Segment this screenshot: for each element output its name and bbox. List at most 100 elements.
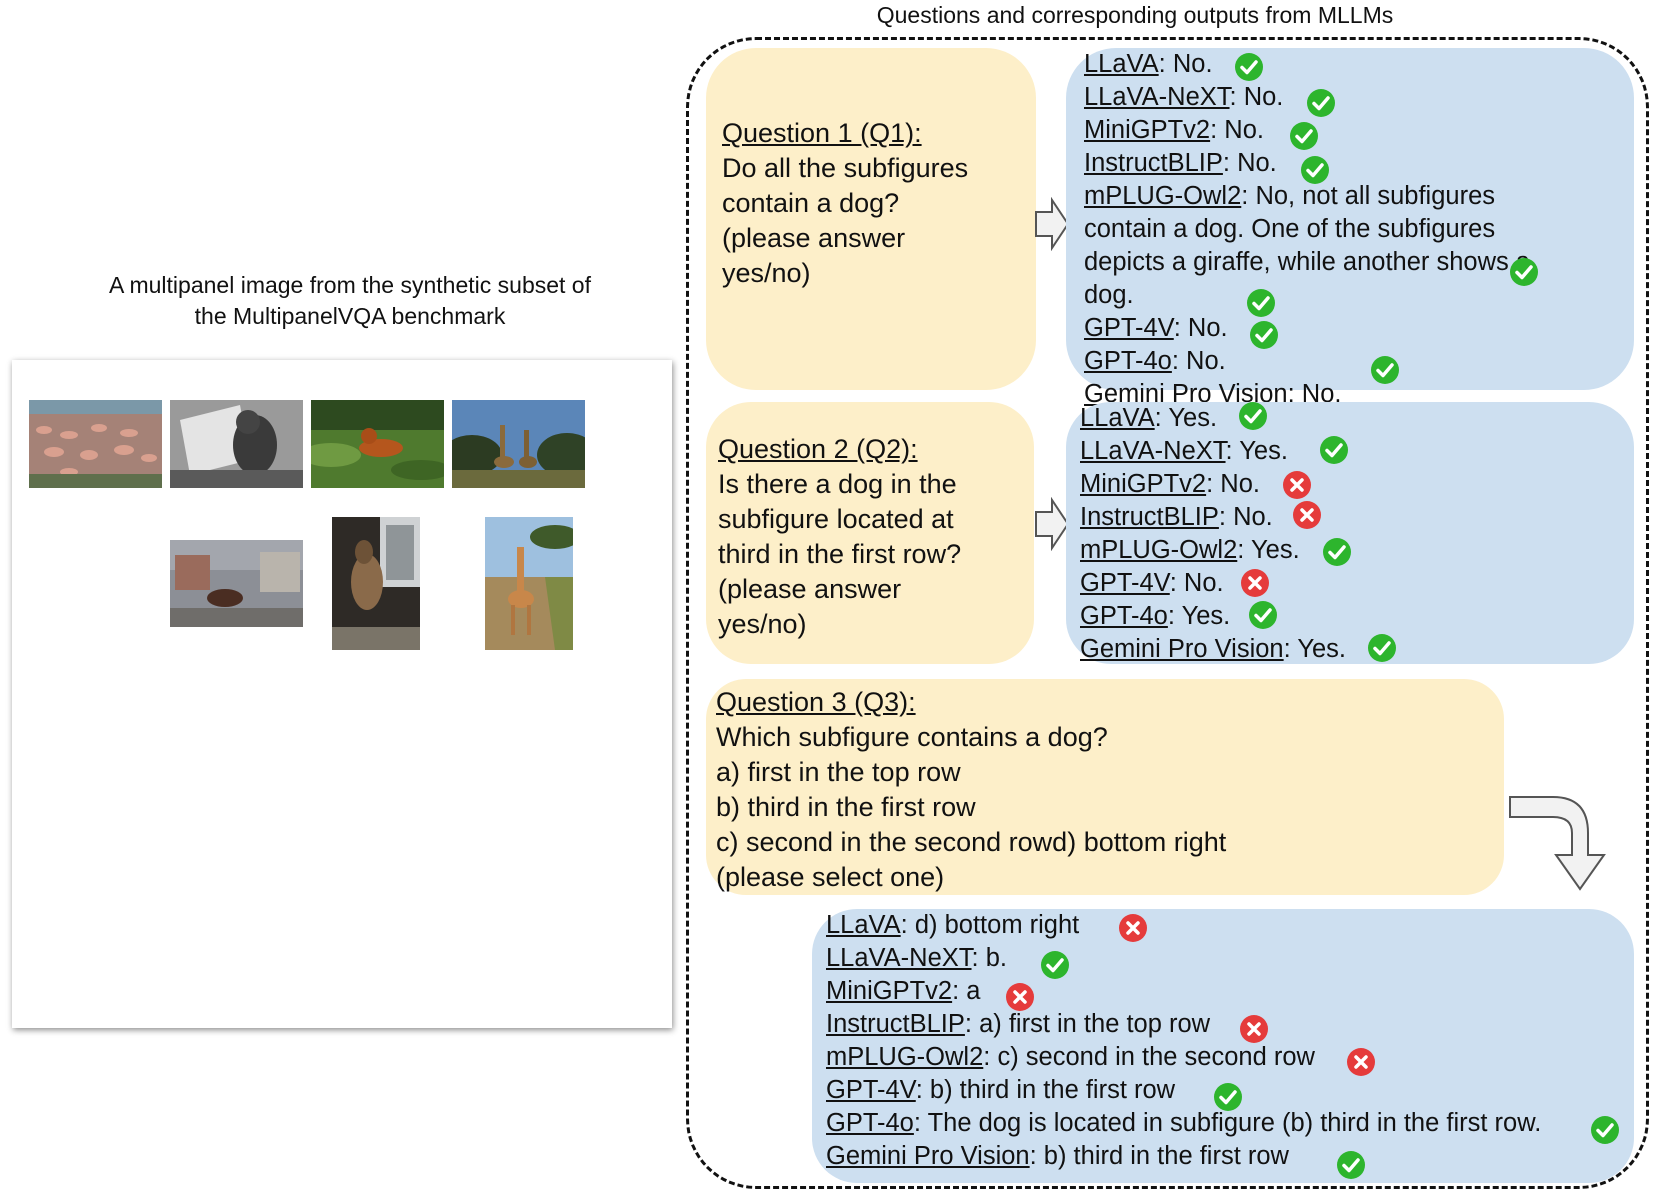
- cross-icon: [1240, 1015, 1268, 1043]
- answer-text: : Yes.: [1283, 635, 1347, 663]
- check-icon: [1320, 436, 1348, 464]
- answer-text: : c) second in the second row: [983, 1043, 1315, 1071]
- cross-icon: [1347, 1048, 1375, 1076]
- cross-icon: [1241, 569, 1269, 597]
- check-icon: [1301, 156, 1329, 184]
- check-icon: [1307, 89, 1335, 117]
- question1-box: Question 1 (Q1): Do all the subfigures c…: [706, 48, 1036, 390]
- answer-text: : d) bottom right: [900, 911, 1080, 939]
- dashed-container: [686, 37, 1649, 1189]
- model-name: Gemini Pro Vision: [826, 1142, 1030, 1170]
- model-name: GPT-4V: [1084, 314, 1174, 342]
- answer-text: : Yes.: [1167, 602, 1231, 630]
- cross-icon: [1006, 983, 1034, 1011]
- model-name: MiniGPTv2: [1080, 470, 1207, 498]
- answer-row: GPT-4V: b) third in the first row: [826, 1074, 1634, 1107]
- answer-text: : No.: [1171, 347, 1226, 375]
- answer-row: MiniGPTv2: a: [826, 975, 1634, 1008]
- answer-row: MiniGPTv2: No.: [1080, 468, 1634, 501]
- answer-row: LLaVA: No.: [1084, 48, 1634, 81]
- answer-text: : Yes.: [1225, 437, 1288, 465]
- answer-row: depicts a giraffe, while another shows a: [1084, 246, 1634, 279]
- answer-row: GPT-4o: Yes.: [1080, 600, 1634, 633]
- answer-text: : b.: [971, 944, 1007, 972]
- model-name: GPT-4V: [826, 1076, 916, 1104]
- answer-row: MiniGPTv2: No.: [1084, 114, 1634, 147]
- answer-text: : b) third in the first row: [915, 1076, 1176, 1104]
- answers2-box: LLaVA: Yes. LLaVA-NeXT: Yes. MiniGPTv2: …: [1066, 402, 1634, 664]
- answer-text: depicts a giraffe, while another shows a: [1084, 248, 1531, 276]
- answer-row: GPT-4V: No.: [1080, 567, 1634, 600]
- answer-text: : a) first in the top row: [964, 1010, 1211, 1038]
- answer-text: : No.: [1206, 470, 1260, 498]
- model-name: InstructBLIP: [826, 1010, 965, 1038]
- model-name: LLaVA-NeXT: [1080, 437, 1226, 465]
- left-caption-line1: A multipanel image from the synthetic su…: [109, 272, 591, 298]
- model-name: Gemini Pro Vision: [1080, 635, 1284, 663]
- answer-text: : No.: [1218, 503, 1273, 531]
- question3-box: Question 3 (Q3): Which subfigure contain…: [706, 679, 1504, 895]
- check-icon: [1239, 402, 1267, 430]
- check-icon: [1249, 601, 1277, 629]
- check-icon: [1368, 634, 1396, 662]
- question2-line: third in the first row?: [718, 539, 962, 569]
- answer-text: : Yes.: [1237, 536, 1300, 564]
- cross-icon: [1283, 471, 1311, 499]
- answer-row: LLaVA-NeXT: Yes.: [1080, 435, 1634, 468]
- answer-text: contain a dog. One of the subfigures: [1084, 215, 1496, 243]
- question3-line: b) third in the first row: [716, 792, 976, 822]
- answer-text: : Yes.: [1154, 404, 1218, 432]
- subfigure-giraffes: [452, 400, 585, 488]
- answer-text: : No.: [1229, 83, 1284, 111]
- check-icon: [1323, 538, 1351, 566]
- answer-row: InstructBLIP: No.: [1084, 147, 1634, 180]
- question3-line: Which subfigure contains a dog?: [716, 722, 1108, 752]
- left-caption-line2: the MultipanelVQA benchmark: [194, 303, 506, 329]
- model-name: GPT-4o: [826, 1109, 914, 1137]
- right-caption: Questions and corresponding outputs from…: [876, 2, 1394, 28]
- model-name: LLaVA: [1080, 404, 1155, 432]
- subfigure-cow-street: [170, 540, 303, 627]
- answer-row: mPLUG-Owl2: Yes.: [1080, 534, 1634, 567]
- answer-row: mPLUG-Owl2: No, not all subfigures: [1084, 180, 1634, 213]
- answer-row: Gemini Pro Vision: Yes.: [1080, 633, 1634, 666]
- answer-row: InstructBLIP: a) first in the top row: [826, 1008, 1634, 1041]
- right-arrow-icon: [1035, 197, 1070, 251]
- model-name: InstructBLIP: [1080, 503, 1219, 531]
- question3-line: (please select one): [716, 862, 945, 892]
- answer-row: InstructBLIP: No.: [1080, 501, 1634, 534]
- answer-text: : No.: [1222, 149, 1277, 177]
- answer-row: LLaVA: Yes.: [1080, 402, 1634, 435]
- answer-text: : a: [952, 977, 981, 1005]
- model-name: MiniGPTv2: [826, 977, 953, 1005]
- subfigure-dog-grass: [311, 400, 444, 488]
- question2-line: Is there a dog in the: [718, 469, 957, 499]
- subfigure-giraffe-road: [485, 517, 573, 650]
- check-icon: [1250, 321, 1278, 349]
- model-name: LLaVA: [1084, 50, 1159, 78]
- answer-text: dog.: [1084, 281, 1134, 309]
- check-icon: [1214, 1083, 1242, 1111]
- answer-row: Gemini Pro Vision: b) third in the first…: [826, 1140, 1634, 1173]
- question2-line: (please answer: [718, 574, 902, 604]
- question1-line: yes/no): [722, 258, 811, 288]
- check-icon: [1510, 258, 1538, 286]
- model-name: mPLUG-Owl2: [826, 1043, 984, 1071]
- model-name: LLaVA-NeXT: [826, 944, 972, 972]
- answer-text: : No.: [1210, 116, 1264, 144]
- answer-row: GPT-4V: No.: [1084, 312, 1634, 345]
- answer-row: GPT-4o: No.: [1084, 345, 1634, 378]
- model-name: GPT-4V: [1080, 569, 1170, 597]
- question1-line: contain a dog?: [722, 188, 900, 218]
- question3-line: c) second in the second rowd) bottom rig…: [716, 827, 1227, 857]
- answer-text: : The dog is located in subfigure (b) th…: [913, 1109, 1542, 1137]
- answer-row: dog.: [1084, 279, 1634, 312]
- model-name: GPT-4o: [1080, 602, 1168, 630]
- curved-arrow-icon: [1509, 796, 1606, 891]
- answer-row: LLaVA-NeXT: b.: [826, 942, 1634, 975]
- answer-text: : No.: [1173, 314, 1228, 342]
- check-icon: [1235, 53, 1263, 81]
- model-name: mPLUG-Owl2: [1080, 536, 1238, 564]
- left-caption: A multipanel image from the synthetic su…: [60, 270, 640, 332]
- cross-icon: [1119, 914, 1147, 942]
